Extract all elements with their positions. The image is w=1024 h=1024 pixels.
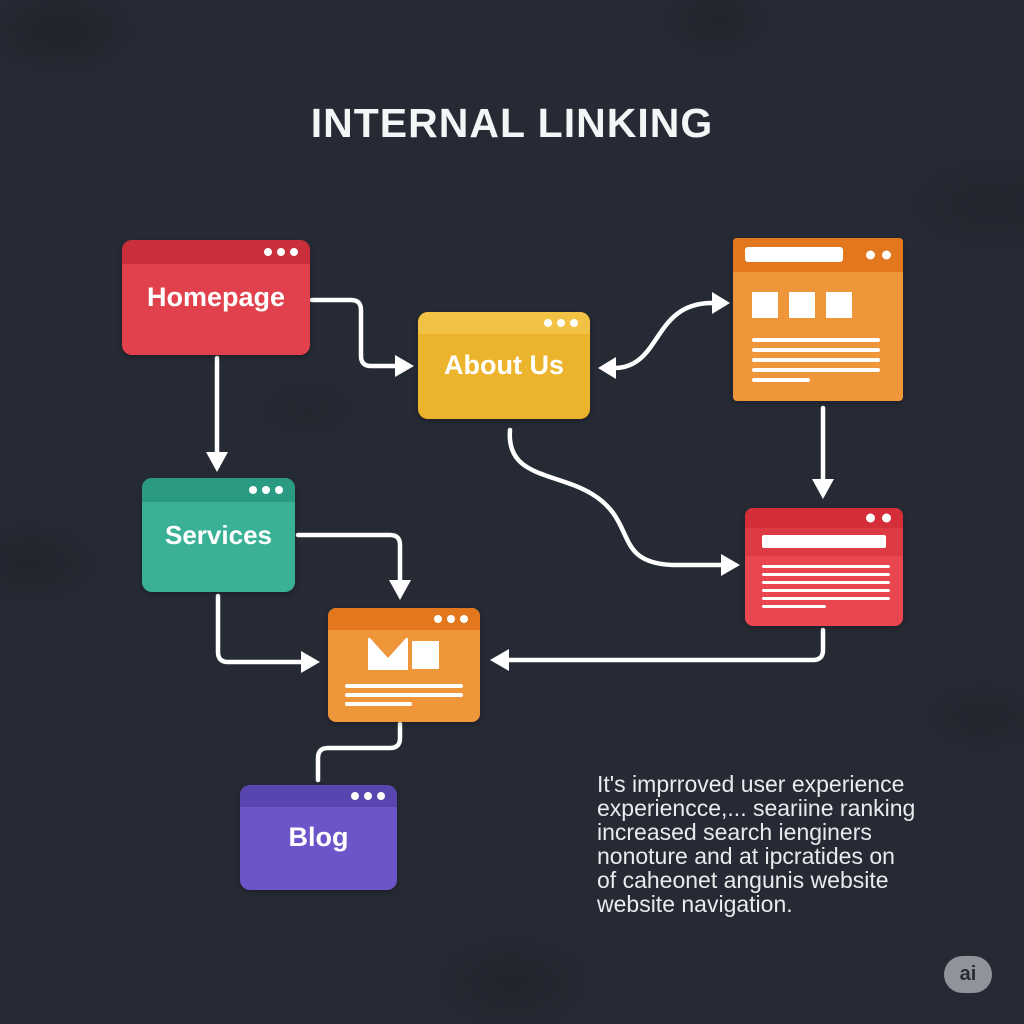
node-services: Services (142, 478, 295, 592)
text-line (752, 348, 880, 352)
text-line (762, 565, 890, 568)
window-titlebar (418, 312, 590, 334)
text-line (762, 589, 890, 592)
arrowhead-left-icon (598, 357, 616, 379)
arrow-homepage-to-aboutus (309, 297, 401, 369)
arrowhead-right-icon (712, 292, 730, 314)
arrow-aboutus-to-pagered (507, 427, 725, 568)
text-line (762, 605, 826, 608)
window-titlebar (733, 238, 903, 272)
window-controls-icon (866, 250, 891, 260)
text-line (752, 358, 880, 362)
window-controls-icon (544, 319, 578, 327)
arrow-services-to-pagemail-top (295, 532, 403, 586)
image-placeholder (412, 641, 439, 669)
arrowhead-right-icon (721, 554, 740, 576)
text-line (345, 693, 463, 697)
node-blog: Blog (240, 785, 397, 890)
arrowhead-down-icon (206, 452, 228, 472)
connector-pagemail-to-blog (315, 721, 403, 783)
arrowhead-down-icon (812, 479, 834, 499)
window-titlebar (122, 240, 310, 264)
window-controls-icon (434, 615, 468, 623)
envelope-icon (368, 638, 408, 670)
window-controls-icon (351, 792, 385, 800)
image-placeholder (826, 292, 852, 318)
caption-line: increased search ienginers (597, 819, 872, 845)
banner-strip (745, 528, 903, 556)
window-titlebar (240, 785, 397, 807)
arrowhead-right-icon (395, 355, 414, 377)
node-page-red (745, 508, 903, 626)
node-page-mail (328, 608, 480, 722)
text-lines (345, 684, 463, 711)
caption-line: nonoture and at ipcratides on (597, 843, 895, 869)
text-line (752, 338, 880, 342)
address-bar (745, 247, 843, 262)
window-titlebar (142, 478, 295, 502)
window-controls-icon (264, 248, 298, 256)
arrow-aboutus-pageorange-bidirectional (611, 300, 715, 371)
caption-line: It's imprroved user experience (597, 771, 905, 797)
arrowhead-down-icon (389, 580, 411, 600)
caption-line: of caheonet angunis website (597, 867, 889, 893)
window-titlebar (328, 608, 480, 630)
arrowhead-left-icon (490, 649, 509, 671)
window-controls-icon (249, 486, 283, 494)
arrowhead-right-icon (301, 651, 320, 673)
text-line (762, 597, 890, 600)
node-label: About Us (444, 350, 564, 380)
image-placeholders (752, 292, 852, 318)
text-lines (752, 338, 880, 388)
ai-watermark-badge: ai (944, 956, 992, 993)
node-label: Services (165, 519, 272, 550)
caption-text: It's imprroved user experience experienc… (597, 772, 937, 916)
arrow-services-to-pagemail-left (215, 593, 306, 665)
arrow-pagered-to-pagemail (504, 627, 826, 663)
node-about-us: About Us (418, 312, 590, 419)
text-lines (762, 565, 890, 613)
window-titlebar (745, 508, 903, 528)
node-label: Homepage (146, 282, 286, 312)
node-page-orange (733, 238, 903, 401)
text-line (762, 573, 890, 576)
text-line (752, 378, 810, 382)
text-line (762, 581, 890, 584)
text-line (752, 368, 880, 372)
banner-placeholder (762, 535, 886, 548)
node-label: Blog (288, 822, 349, 852)
text-line (345, 702, 412, 706)
window-controls-icon (866, 513, 891, 523)
node-homepage: Homepage (122, 240, 310, 355)
page-title: INTERNAL LINKING (310, 100, 714, 146)
image-placeholder (789, 292, 815, 318)
caption-line: website navigation. (597, 891, 793, 917)
image-placeholder (752, 292, 778, 318)
caption-line: experiencce,... seariine ranking (597, 795, 916, 821)
text-line (345, 684, 463, 688)
